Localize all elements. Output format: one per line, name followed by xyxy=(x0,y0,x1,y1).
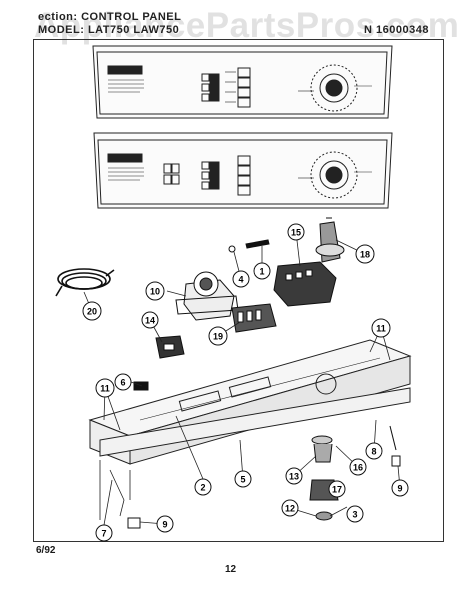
callout-16: 16 xyxy=(349,458,367,476)
callout-15: 15 xyxy=(287,223,305,241)
callout-14: 14 xyxy=(141,311,159,329)
diagram-frame xyxy=(33,39,444,542)
page-number: 12 xyxy=(225,564,237,575)
timer-knob-assembly xyxy=(315,217,345,263)
svg-text:15: 15 xyxy=(291,228,301,238)
pressure-switch xyxy=(155,335,185,359)
callout-3: 3 xyxy=(346,505,364,523)
selector-switch xyxy=(231,303,277,333)
callout-6: 6 xyxy=(114,373,132,391)
callout-9a: 9 xyxy=(156,515,174,533)
svg-text:4: 4 xyxy=(238,275,243,285)
svg-text:12: 12 xyxy=(285,504,295,514)
callout-20: 20 xyxy=(82,301,102,321)
model-label: MODEL: LAT750 LAW750 xyxy=(38,24,180,36)
svg-text:7: 7 xyxy=(101,529,106,539)
svg-text:3: 3 xyxy=(352,510,357,520)
callout-2: 2 xyxy=(194,478,212,496)
callout-5: 5 xyxy=(234,470,252,488)
console-base xyxy=(88,339,412,520)
callout-1: 1 xyxy=(253,262,271,280)
callout-11b: 11 xyxy=(95,378,115,398)
svg-text:18: 18 xyxy=(360,250,370,260)
callout-19: 19 xyxy=(208,326,228,346)
svg-text:1: 1 xyxy=(259,267,264,277)
callout-13: 13 xyxy=(285,467,303,485)
water-level-switch xyxy=(273,261,337,307)
callout-9b: 9 xyxy=(391,479,409,497)
svg-text:8: 8 xyxy=(371,447,376,457)
callout-7: 7 xyxy=(95,524,113,542)
svg-text:5: 5 xyxy=(240,475,245,485)
svg-text:20: 20 xyxy=(87,307,97,317)
callout-11a: 11 xyxy=(371,318,391,338)
revision-date: 6/92 xyxy=(36,545,56,556)
section-title: ection: CONTROL PANEL xyxy=(38,11,182,23)
timer-motor xyxy=(175,271,239,321)
wire-harness xyxy=(55,268,115,297)
svg-text:19: 19 xyxy=(213,332,223,342)
callout-4: 4 xyxy=(232,270,250,288)
svg-text:17: 17 xyxy=(332,485,342,495)
svg-text:6: 6 xyxy=(120,378,125,388)
callout-8: 8 xyxy=(365,442,383,460)
svg-text:2: 2 xyxy=(200,483,205,493)
callout-10: 10 xyxy=(145,281,165,301)
callout-12: 12 xyxy=(281,499,299,517)
svg-text:9: 9 xyxy=(162,520,167,530)
control-panel-bottom xyxy=(93,132,393,209)
svg-text:13: 13 xyxy=(289,472,299,482)
svg-text:11: 11 xyxy=(100,384,110,394)
svg-text:9: 9 xyxy=(397,484,402,494)
control-panel-top xyxy=(92,45,393,119)
callout-17: 17 xyxy=(328,480,346,498)
svg-text:10: 10 xyxy=(150,287,160,297)
svg-text:11: 11 xyxy=(376,324,386,334)
document-number: N 16000348 xyxy=(364,24,429,36)
callout-18: 18 xyxy=(355,244,375,264)
svg-text:14: 14 xyxy=(145,316,155,326)
svg-text:16: 16 xyxy=(353,463,363,473)
